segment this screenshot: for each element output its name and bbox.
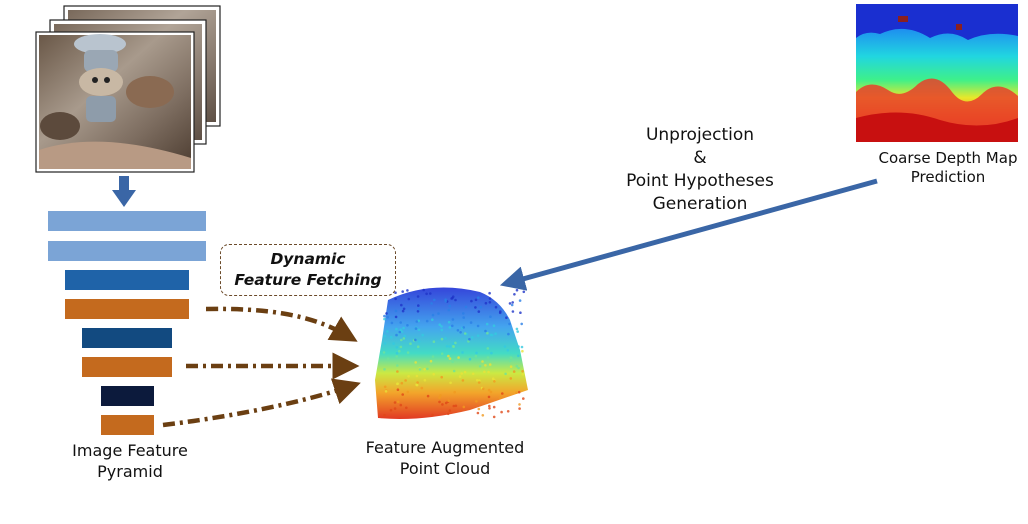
image-feature-pyramid <box>48 211 206 435</box>
input-images-stack <box>35 5 221 173</box>
depth-label-line-1: Coarse Depth Map <box>878 149 1018 167</box>
depth-label-line-2: Prediction <box>910 168 986 186</box>
point-cloud-label: Feature Augmented Point Cloud <box>330 437 560 479</box>
pyramid-level-1 <box>48 211 206 231</box>
unprojection-line-3: Point Hypotheses <box>626 171 774 191</box>
cloud-label-line-2: Point Cloud <box>399 459 491 478</box>
cloud-label-line-1: Feature Augmented <box>365 438 525 457</box>
down-arrow-icon <box>112 176 136 207</box>
pyramid-label-line-2: Pyramid <box>97 462 163 481</box>
point-cloud-icon <box>375 287 528 419</box>
unprojection-line-1: Unprojection <box>645 125 755 145</box>
pyramid-level-6 <box>82 357 172 377</box>
pyramid-label: Image Feature Pyramid <box>30 440 230 482</box>
unprojection-arrow <box>499 178 878 291</box>
unprojection-line-2: & <box>693 148 707 168</box>
stacked-photo-icon <box>39 34 191 169</box>
pyramid-level-8 <box>101 415 154 435</box>
fetching-line-1: Dynamic <box>270 250 346 268</box>
pyramid-level-2 <box>48 241 206 261</box>
fetch-arrow-top <box>205 306 358 342</box>
pyramid-level-7 <box>101 386 154 406</box>
pyramid-label-line-1: Image Feature <box>72 441 188 460</box>
pyramid-level-4 <box>65 299 189 319</box>
fetch-arrow-bottom <box>162 378 361 428</box>
unprojection-label: Unprojection & Point Hypotheses Generati… <box>585 124 815 216</box>
depth-map-heatmap-icon <box>856 4 1018 142</box>
pyramid-level-3 <box>65 270 189 290</box>
depth-map-label: Coarse Depth Map Prediction <box>858 149 1028 187</box>
pyramid-level-5 <box>82 328 172 348</box>
dynamic-feature-fetching-box: Dynamic Feature Fetching <box>220 244 396 296</box>
fetch-arrows <box>162 306 361 428</box>
fetching-line-2: Feature Fetching <box>234 271 382 289</box>
unprojection-line-4: Generation <box>652 194 748 214</box>
